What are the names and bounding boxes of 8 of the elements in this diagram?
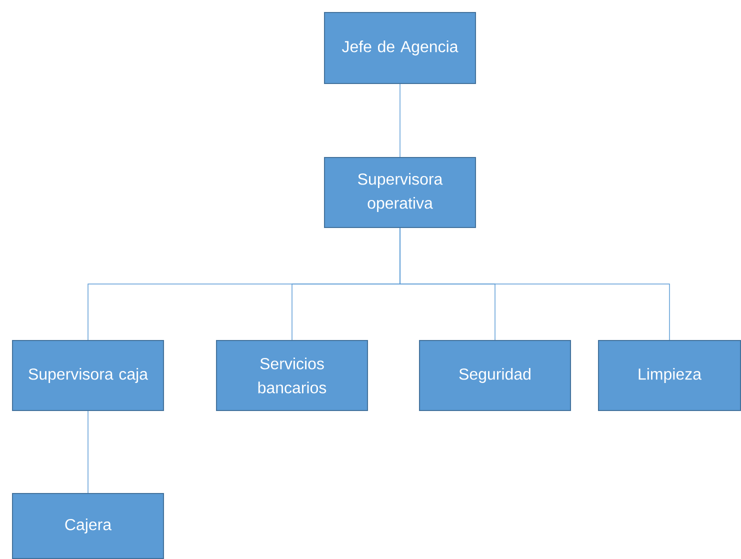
connector-line (400, 228, 670, 340)
org-box: Seguridad (419, 340, 571, 411)
org-box: Limpieza (598, 340, 741, 411)
org-box: Supervisora caja (12, 340, 164, 411)
org-box: Cajera (12, 492, 164, 559)
org-box: Jefe de Agencia (324, 12, 476, 84)
org-box: Supervisora operativa (324, 157, 476, 228)
org-box: Servicios bancarios (216, 340, 368, 411)
